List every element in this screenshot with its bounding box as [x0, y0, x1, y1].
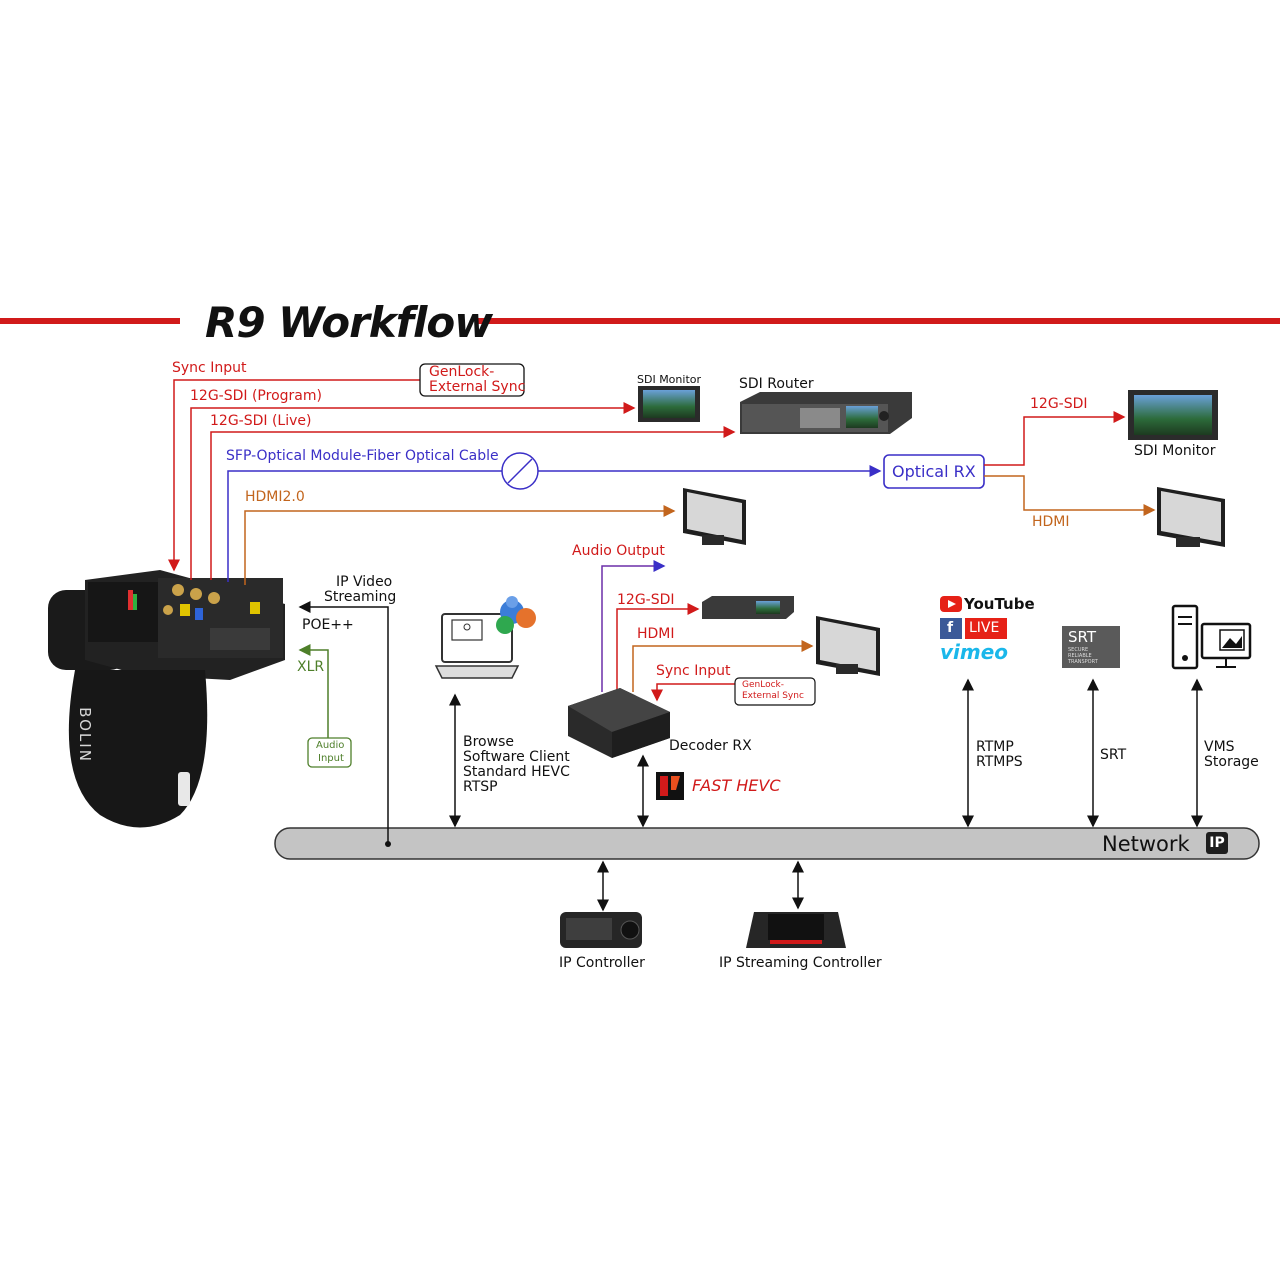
genlock-label-1: GenLock- [429, 364, 495, 380]
live-label: LIVE [969, 620, 1000, 636]
ip-video-line [298, 601, 389, 845]
facebook-f-icon: f [947, 620, 954, 636]
xlr-line [298, 644, 329, 738]
decoder-genlock-label-1: GenLock- [742, 680, 784, 690]
genlock-label-2: External Sync [429, 379, 526, 395]
genlock-box [419, 363, 525, 397]
storage-label: Storage [1204, 754, 1259, 770]
audio-output-label: Audio Output [572, 543, 665, 559]
ip-video-label-2: Streaming [324, 589, 397, 605]
title-rule-right [476, 318, 1280, 324]
network-bar [274, 827, 1260, 860]
ip-controller-device [560, 912, 642, 948]
rx-sdi-label: 12G-SDI [1030, 396, 1088, 412]
ip-video-node [385, 841, 391, 847]
ip-streaming-controller-device [746, 912, 846, 948]
vms-label: VMS [1204, 739, 1235, 755]
ip-streaming-controller-label: IP Streaming Controller [719, 955, 882, 971]
sdi-program-label: 12G-SDI (Program) [190, 388, 322, 404]
browse-label-1: Browse [463, 734, 514, 750]
decoder-genlock-box [734, 677, 816, 706]
rx-hdmi-label: HDMI [1032, 514, 1070, 530]
browse-label-3: Standard HEVC [463, 764, 570, 780]
browse-label-4: RTSP [463, 779, 498, 795]
title-rule-left [0, 318, 180, 324]
decoder-sdi-line [616, 603, 700, 692]
audio-input-label-1: Audio [316, 740, 345, 751]
hdmi-monitor-top [683, 488, 746, 545]
decoder-sdi-device [702, 596, 794, 619]
sdi-live-line [210, 426, 736, 580]
srt-sub-2: RELIABLE [1068, 653, 1092, 659]
youtube-label: YouTube [964, 595, 1035, 613]
sdi-monitor-top-label: SDI Monitor [637, 373, 702, 386]
decoder-rx-label: Decoder RX [669, 738, 752, 754]
sdi-monitor-top [638, 386, 700, 422]
ptz-camera [48, 570, 285, 828]
fast-hevc-label: FAST HEVC [692, 776, 781, 795]
decoder-genlock-label-2: External Sync [742, 691, 804, 701]
poe-label: POE++ [302, 617, 354, 633]
decoder-sync-line [651, 683, 738, 702]
camera-brand: BOLIN [76, 707, 94, 763]
hdmi20-label: HDMI2.0 [245, 489, 305, 505]
vimeo-label: vimeo [940, 640, 1009, 664]
sync-input-label: Sync Input [172, 360, 247, 376]
hdmi20-line [244, 505, 676, 585]
ip-badge: IP [1206, 832, 1228, 854]
facebook-live-logo-icon [940, 618, 1007, 639]
rtmp-label: RTMP [976, 739, 1014, 755]
optical-rx-box [883, 454, 985, 489]
vms-storage-icon [1171, 604, 1252, 670]
optical-cable-icon-arrow [507, 458, 533, 484]
audio-input-box [307, 737, 352, 768]
rx-sdi-line [984, 411, 1126, 466]
ip-video-label-1: IP Video [336, 574, 393, 590]
sdi-live-label: 12G-SDI (Live) [210, 413, 312, 429]
sdi-router [740, 392, 912, 434]
audio-output-line [601, 560, 666, 692]
srt-label: SRT [1100, 747, 1127, 763]
decoder-hdmi-line [632, 640, 814, 692]
srt-sub-1: SECURE [1068, 647, 1089, 653]
rtmps-label: RTMPS [976, 754, 1023, 770]
audio-input-label-2: Input [318, 753, 344, 764]
decoder-sync-label: Sync Input [656, 663, 731, 679]
sdi-monitor-right-label: SDI Monitor [1134, 443, 1216, 459]
sync-input-line [168, 379, 430, 572]
srt-sub-3: TRANSPORT [1068, 659, 1098, 665]
decoder-hdmi-label: HDMI [637, 626, 675, 642]
sfp-optical-line [227, 465, 882, 582]
optical-rx-label: Optical RX [892, 462, 976, 481]
hdmi-monitor-right [1157, 487, 1225, 547]
xlr-label: XLR [297, 659, 325, 675]
sfp-optical-label: SFP-Optical Module-Fiber Optical Cable [226, 448, 499, 464]
decoder-rx-device [568, 688, 670, 758]
network-label: Network [1102, 832, 1190, 856]
sdi-router-label: SDI Router [739, 376, 814, 392]
ip-controller-label: IP Controller [559, 955, 645, 971]
fast-hevc-logo-icon [656, 772, 684, 800]
youtube-logo-icon [940, 596, 962, 612]
laptop-browser [434, 596, 536, 679]
srt-logo-icon [1062, 626, 1120, 668]
sdi-program-line [190, 402, 636, 580]
decoder-sdi-label: 12G-SDI [617, 592, 675, 608]
srt-logo-label: SRT [1068, 628, 1097, 646]
decoder-hdmi-monitor [816, 616, 880, 676]
rx-hdmi-line [984, 475, 1156, 516]
sdi-monitor-right [1128, 390, 1218, 440]
browse-label-2: Software Client [463, 749, 570, 765]
page-title: R9 Workflow [205, 298, 493, 347]
